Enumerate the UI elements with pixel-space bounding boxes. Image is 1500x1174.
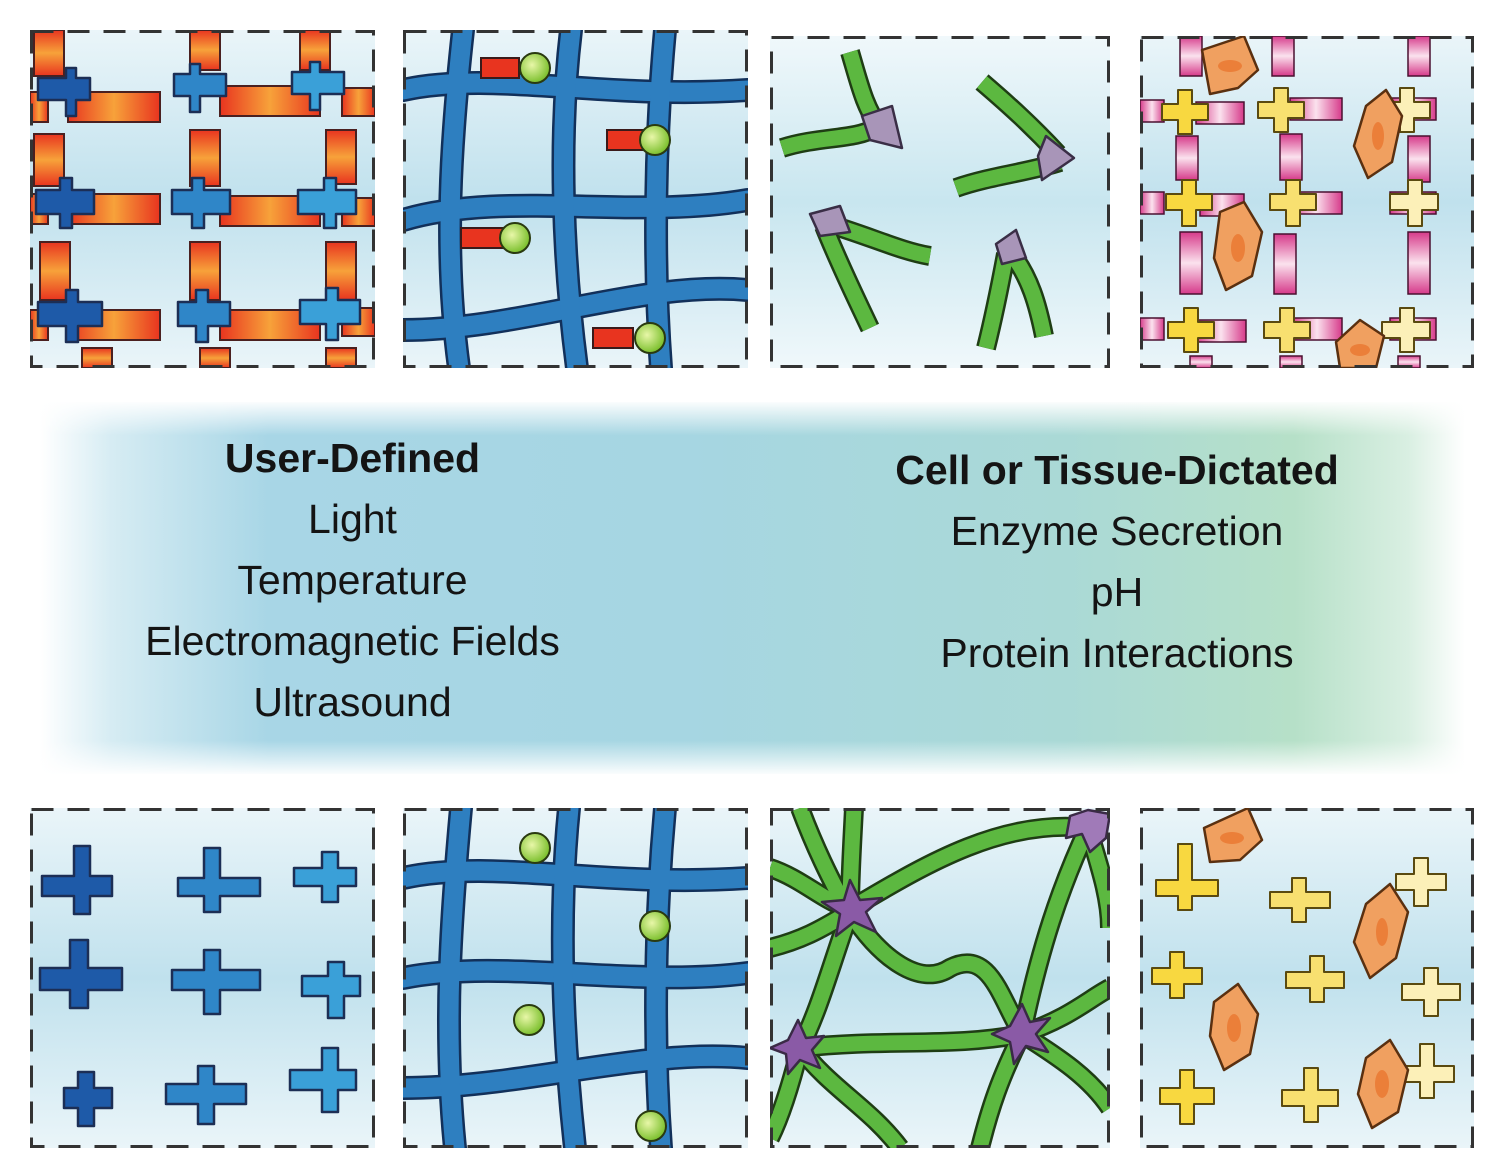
stimuli-band — [40, 402, 1465, 774]
panel-cell-laden-mmp-network — [1140, 36, 1474, 368]
cell-dictated-stimuli-list: Cell or Tissue-Dictated Enzyme Secretion… — [812, 440, 1422, 684]
stimulus-light: Light — [308, 496, 397, 542]
user-defined-stimuli-list: User-Defined Light Temperature Electroma… — [60, 428, 645, 733]
panel-released-payload-network — [403, 808, 748, 1148]
stimulus-protein-interactions: Protein Interactions — [940, 630, 1294, 676]
stimulus-electromagnetic-fields: Electromagnetic Fields — [145, 618, 560, 664]
stimulus-temperature: Temperature — [237, 557, 468, 603]
panel-photocleavable-network-intact — [30, 30, 375, 368]
user-defined-heading: User-Defined — [224, 435, 481, 481]
panel-degraded-crosslinkers — [30, 808, 375, 1148]
panel-cells-degraded-network — [1140, 808, 1474, 1148]
stimulus-enzyme-secretion: Enzyme Secretion — [950, 508, 1284, 554]
cell-dictated-heading: Cell or Tissue-Dictated — [895, 447, 1339, 493]
stimulus-ultrasound: Ultrasound — [253, 679, 452, 725]
panel-assembled-peptide-network — [770, 808, 1110, 1148]
panel-tethered-payload-network — [403, 30, 748, 368]
stimulus-ph: pH — [1090, 569, 1144, 615]
panel-peptide-arms-unassembled — [770, 36, 1110, 368]
